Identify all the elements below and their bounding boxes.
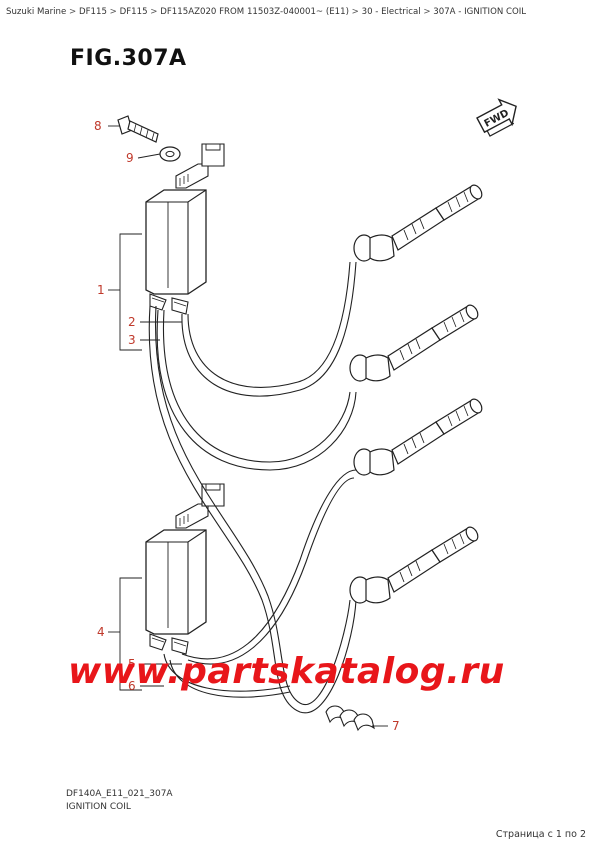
callout-4[interactable]: 4 [97, 625, 105, 639]
cord-clamp-part[interactable] [325, 705, 375, 732]
plug-cap-4[interactable] [349, 524, 481, 604]
plug-cap-1[interactable] [353, 182, 485, 262]
diagram-code: DF140A_E11_021_307A [66, 789, 173, 799]
plug-cap-2[interactable] [349, 302, 481, 382]
breadcrumb-item[interactable]: DF115AZ020 FROM 11503Z-040001~ (E11) [160, 7, 349, 17]
watermark-text: www.partskatalog.ru [68, 651, 505, 692]
callout-2[interactable]: 2 [128, 315, 136, 329]
callout-6[interactable]: 6 [128, 679, 136, 693]
callout-9[interactable]: 9 [126, 151, 134, 165]
breadcrumb-item[interactable]: DF115 [119, 7, 148, 17]
callout-leaders [108, 125, 388, 727]
breadcrumb-separator: > [147, 7, 161, 17]
breadcrumb-separator: > [420, 7, 434, 17]
diagram-name: IGNITION COIL [66, 802, 131, 812]
callout-5[interactable]: 5 [128, 657, 136, 671]
page-indicator: Страница с 1 по 2 [495, 829, 586, 840]
ignition-coil-upper[interactable] [145, 143, 225, 315]
bolt-part[interactable] [117, 115, 159, 143]
breadcrumb-item[interactable]: 30 - Electrical [361, 7, 421, 17]
callout-3[interactable]: 3 [128, 333, 136, 347]
breadcrumb-item[interactable]: Suzuki Marine [6, 7, 67, 17]
plug-cap-3[interactable] [353, 396, 485, 476]
ignition-coil-lower[interactable] [145, 483, 225, 655]
callout-8[interactable]: 8 [94, 119, 102, 133]
breadcrumb: Suzuki Marine > DF115 > DF115 > DF115AZ0… [6, 7, 526, 17]
high-tension-cords[interactable] [148, 261, 357, 714]
figure-title: FIG.307A [70, 46, 187, 71]
breadcrumb-item[interactable]: DF115 [78, 7, 107, 17]
callout-1[interactable]: 1 [97, 283, 105, 297]
fwd-arrow-icon: FWD [476, 98, 517, 137]
callout-7[interactable]: 7 [392, 719, 400, 733]
washer-part[interactable] [159, 146, 181, 162]
breadcrumb-separator: > [106, 7, 120, 17]
breadcrumb-item-current: 307A - IGNITION COIL [433, 7, 527, 17]
breadcrumb-separator: > [348, 7, 362, 17]
breadcrumb-separator: > [66, 7, 79, 17]
